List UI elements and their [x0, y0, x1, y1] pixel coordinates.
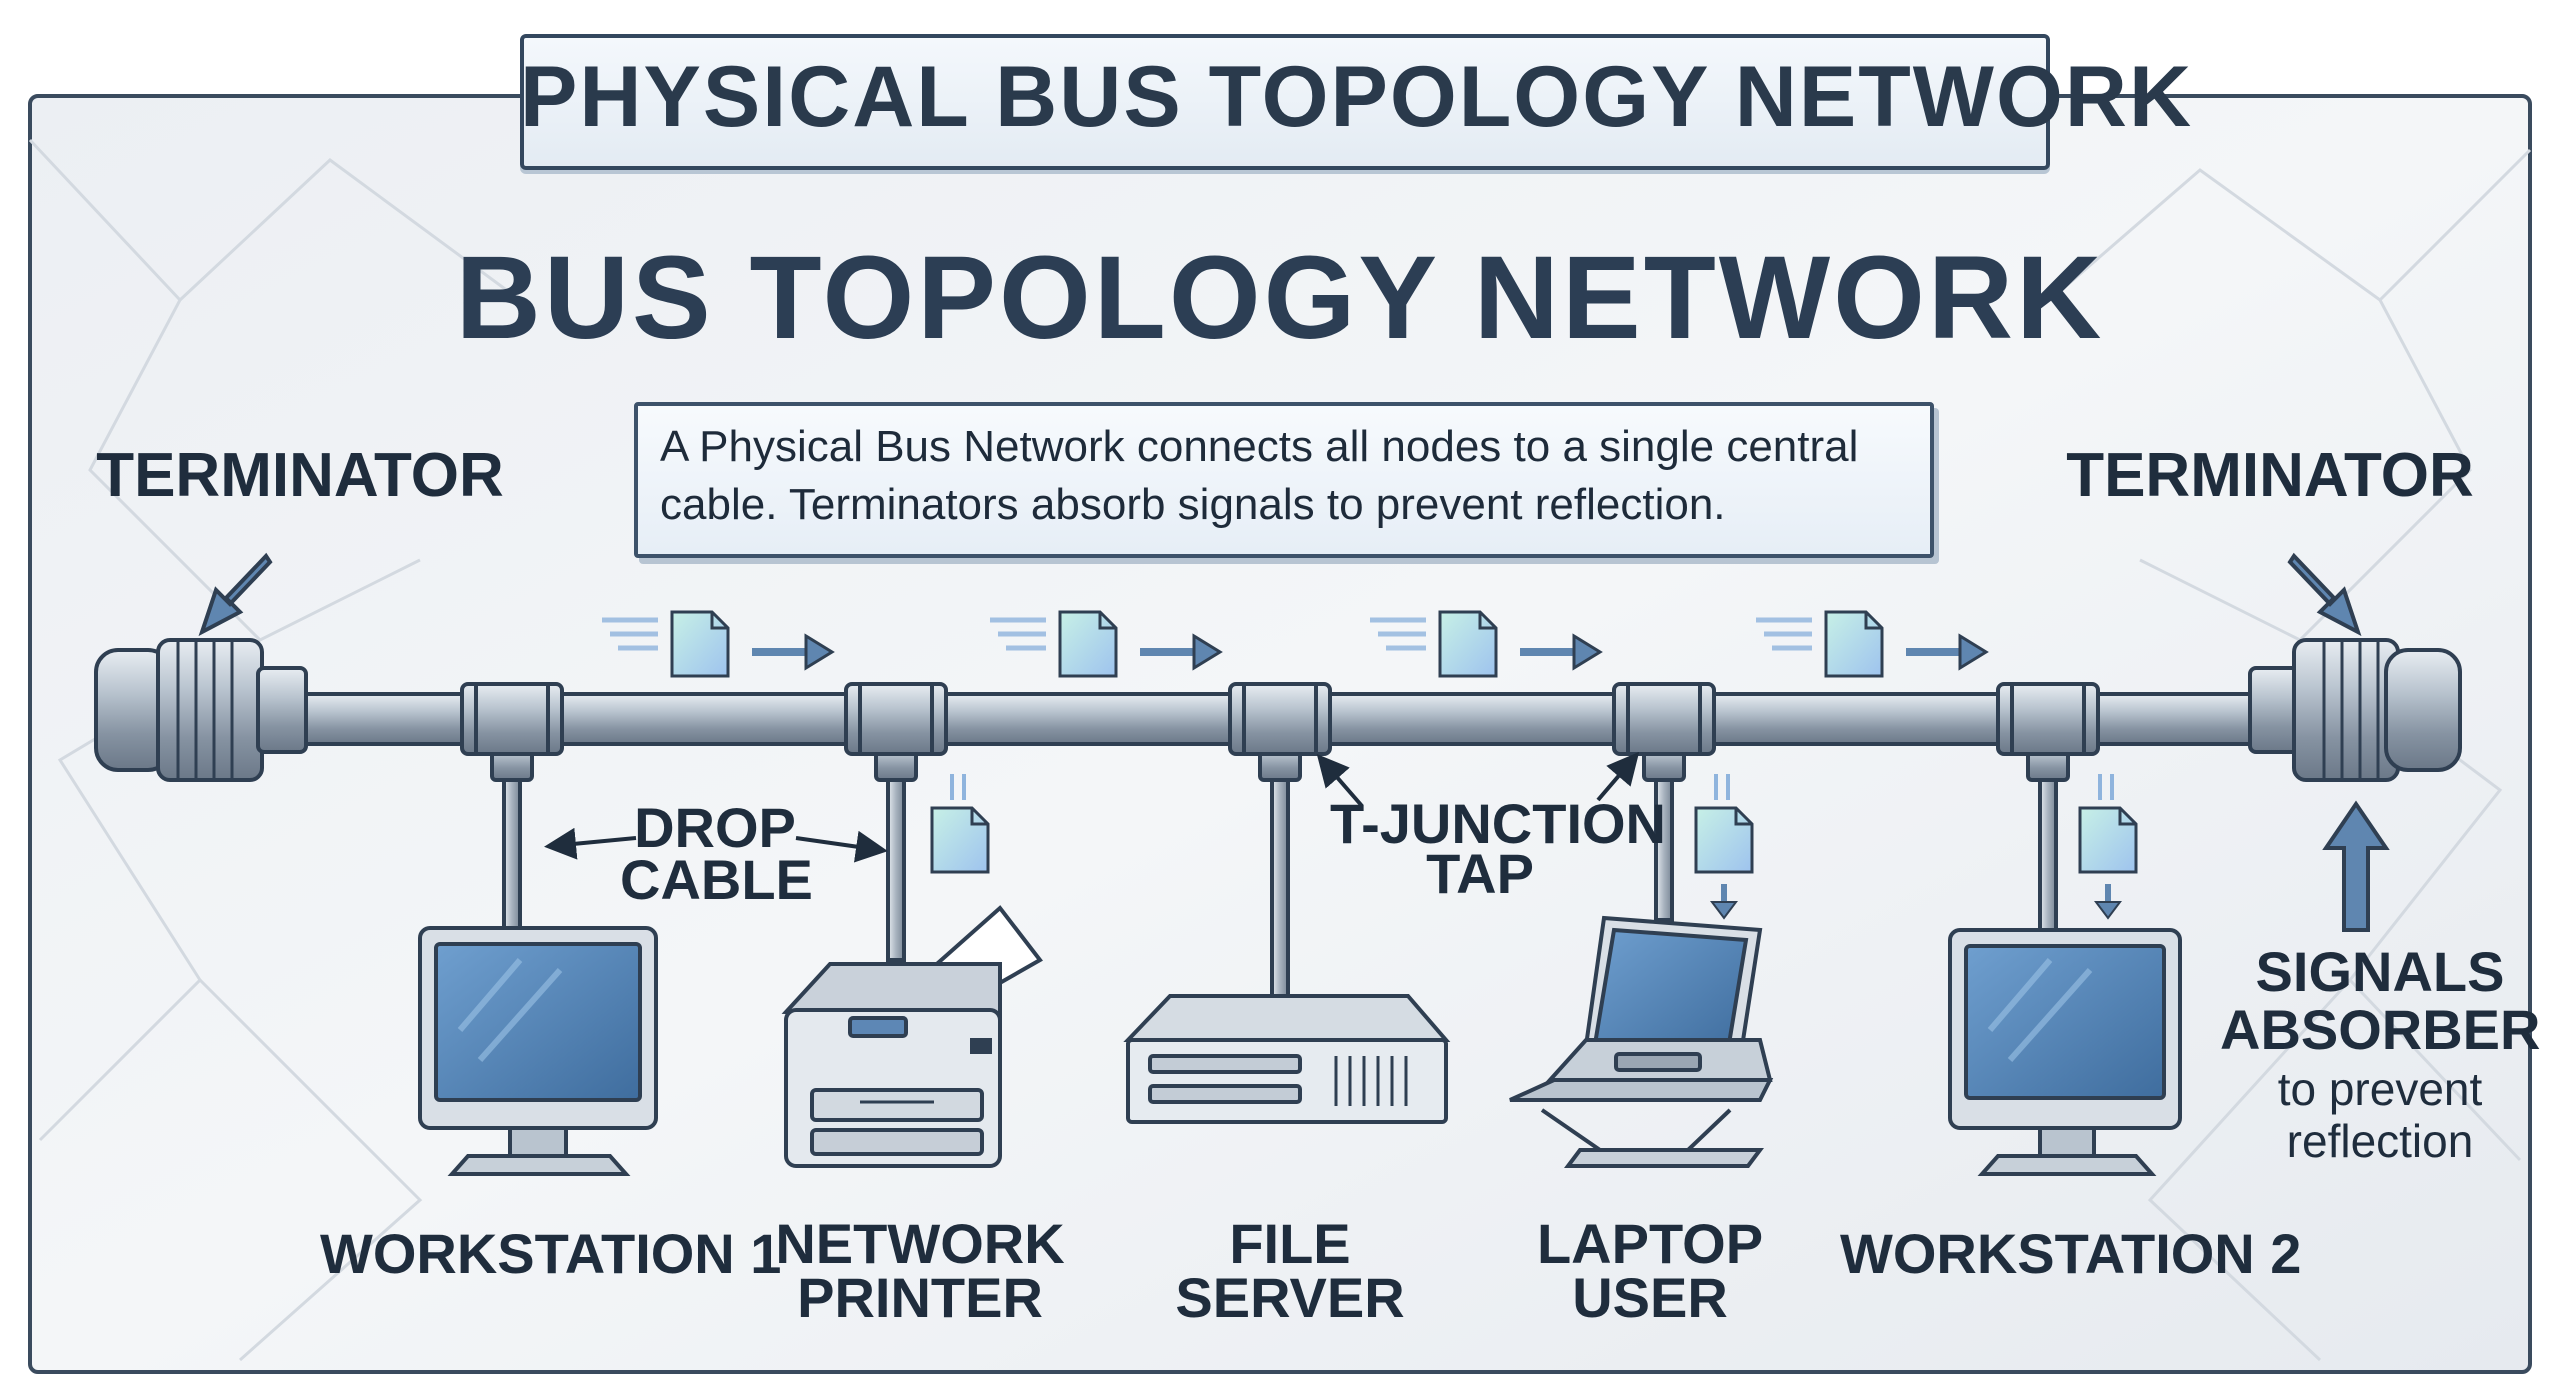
arrow-icon — [1958, 633, 1989, 671]
node-1-label-line1: WORKSTATION 1 — [320, 1222, 782, 1285]
arrow-icon — [804, 633, 835, 671]
t-junction-tap-2 — [844, 682, 948, 962]
packet-motion-1 — [602, 617, 835, 671]
packet-motion-2 — [990, 617, 1223, 671]
file-server-icon — [1123, 994, 1451, 1124]
header-box — [520, 34, 2050, 170]
node-4-label-line1: LAPTOP — [1536, 1212, 1764, 1275]
packet-icon — [1058, 610, 1118, 678]
packet-icon — [1694, 806, 1754, 874]
packet-icon — [1824, 610, 1884, 678]
t-junction-arrow-left — [1316, 753, 1364, 808]
drop-cable-arrow-right — [795, 830, 888, 863]
left-terminator-label: TERMINATOR — [96, 441, 504, 510]
main-title: BUS TOPOLOGY NETWORK — [455, 232, 2105, 364]
packet-icon — [670, 610, 730, 678]
drop-cable-label-line2: CABLE — [620, 848, 813, 911]
right-terminator-arrow-icon — [2287, 552, 2362, 637]
packet-down-1 — [950, 774, 966, 800]
network-printer-icon — [781, 905, 1043, 1168]
node-3-label-line1: FILE — [1229, 1212, 1351, 1275]
packet-icon — [1438, 610, 1498, 678]
absorber-label-line1: SIGNALS — [2255, 940, 2505, 1003]
node-5-label-line1: WORKSTATION 2 — [1840, 1222, 2302, 1285]
absorber-label-line3: to prevent — [2277, 1063, 2483, 1115]
t-junction-tap-1 — [460, 682, 564, 932]
t-junction-label-line1: T-JUNCTION — [1330, 792, 1666, 855]
t-junction-label-line2: TAP — [1426, 842, 1534, 905]
left-terminator-arrow-icon — [198, 552, 273, 637]
absorber-arrow-icon — [2322, 800, 2390, 932]
arrow-icon — [1572, 633, 1603, 671]
packet-down-3 — [2094, 774, 2122, 920]
t-junction-tap-4 — [1612, 682, 1716, 922]
packet-icon — [2078, 806, 2138, 874]
t-junction-arrow-right — [1596, 751, 1640, 802]
t-junction-tap-5 — [1996, 682, 2100, 942]
packet-down-2 — [1710, 774, 1738, 920]
drop-cable-label-line1: DROP — [634, 796, 796, 859]
header-title: PHYSICAL BUS TOPOLOGY NETWORK — [520, 49, 2194, 145]
workstation-1-monitor-icon — [418, 926, 658, 1176]
laptop-icon — [1509, 915, 1774, 1168]
left-terminator-icon — [94, 638, 308, 782]
node-2-label-line1: NETWORK — [775, 1212, 1065, 1275]
packet-motion-4 — [1756, 617, 1989, 671]
drop-cable-5 — [2038, 758, 2058, 942]
t-junctions — [460, 682, 2100, 1000]
right-terminator-label: TERMINATOR — [2066, 441, 2474, 510]
data-packets — [602, 610, 2138, 920]
packet-motion-3 — [1370, 617, 1603, 671]
node-4-label-line2: USER — [1572, 1266, 1728, 1329]
description-text: A Physical Bus Network connects all node… — [660, 422, 1859, 529]
absorber-label-line2: ABSORBER — [2220, 998, 2541, 1061]
packet-icon — [930, 806, 990, 874]
description-box — [634, 402, 1934, 558]
drop-cable-3 — [1270, 758, 1290, 1000]
absorber-label-line4: reflection — [2286, 1115, 2474, 1167]
drop-cable-2 — [886, 758, 906, 962]
node-2-label-line2: PRINTER — [797, 1266, 1043, 1329]
drop-cable-1 — [502, 758, 522, 932]
right-terminator-icon — [2248, 638, 2462, 782]
arrow-icon — [1192, 633, 1223, 671]
drop-cable-arrow-left — [544, 827, 637, 860]
workstation-2-monitor-icon — [1948, 928, 2182, 1176]
node-3-label-line2: SERVER — [1175, 1266, 1405, 1329]
